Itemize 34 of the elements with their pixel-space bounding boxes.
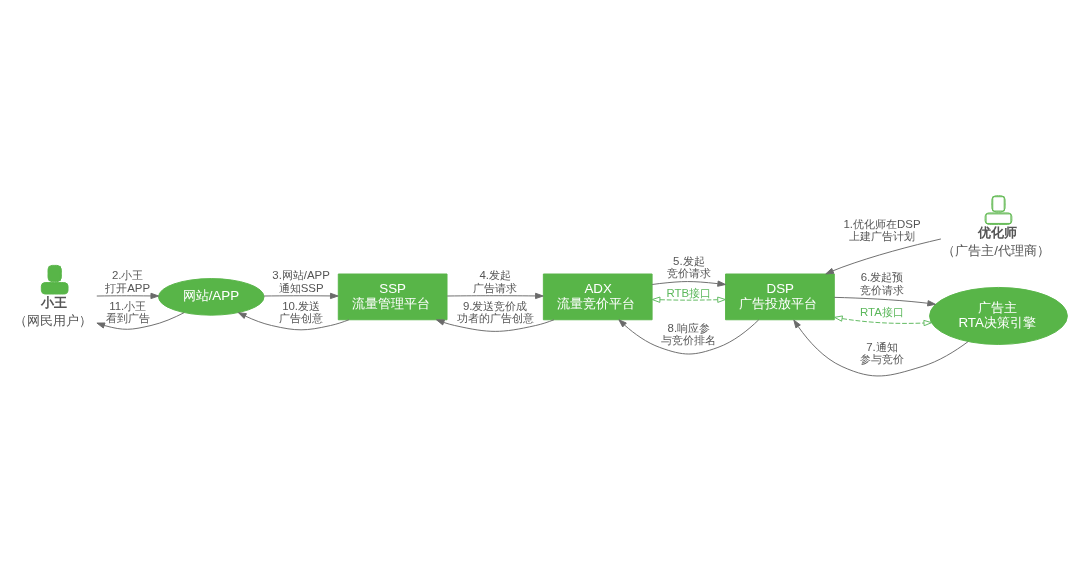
arrow	[833, 296, 936, 306]
arrow	[618, 318, 760, 354]
edge-label: 11.小王看到广告	[105, 299, 150, 324]
arrow	[237, 311, 350, 330]
node-box: ADX 流量竞价平台	[542, 273, 653, 320]
edge-label: 7.通知参与竞价	[859, 340, 904, 365]
edge-label: RTB接口	[666, 286, 712, 298]
edge-label: 1.优化师在DSP上建广告计划	[843, 217, 921, 242]
edge-label: 5.发起竞价请求	[666, 254, 711, 279]
arrow	[263, 292, 339, 299]
node-label: （广告主/代理商）	[942, 242, 1050, 258]
arrow	[446, 292, 544, 299]
arrow	[793, 319, 969, 376]
edge-label: 3.网站/APP通知SSP	[272, 268, 330, 294]
edge-label: 8.响应参与竞价排名	[661, 321, 717, 346]
edge-label: 9.发送竞价成功者的广告创意	[456, 299, 534, 324]
edge-label: 4.发起广告请求	[473, 268, 518, 294]
edge-label: 2.小王打开APP	[105, 268, 151, 294]
node-ellipse: 网站/APP	[158, 277, 265, 316]
node-label: （网民用户）	[13, 312, 92, 328]
arrow	[834, 314, 933, 326]
arrow	[651, 296, 726, 303]
arrow	[825, 238, 942, 274]
arrow	[651, 280, 726, 287]
node-box: DSP 广告投放平台	[725, 273, 835, 320]
edge-label: 10.发送广告创意	[279, 299, 324, 324]
node-label: 小王	[40, 294, 67, 310]
edge-label: RTA接口	[860, 305, 904, 318]
arrow	[96, 292, 160, 299]
node-label: 优化师	[977, 224, 1017, 240]
arrow	[96, 311, 185, 330]
arrow	[436, 318, 555, 332]
edge-label: 6.发起预竞价请求	[859, 270, 904, 296]
node-box: SSP 流量管理平台	[337, 273, 448, 320]
